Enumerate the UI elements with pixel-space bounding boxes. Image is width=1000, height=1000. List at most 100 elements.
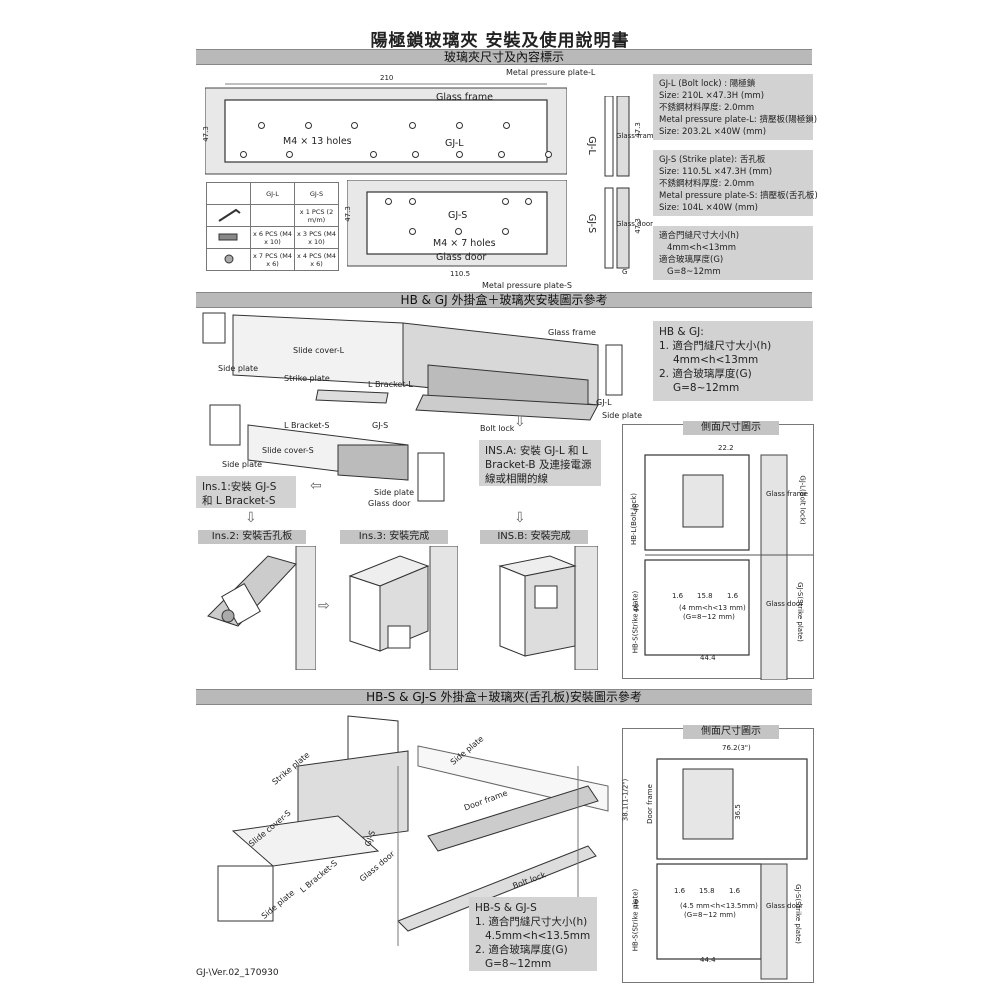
s2-glass-frame-label: Glass frame: [548, 328, 596, 337]
dim-44-4-b: 44.4: [700, 956, 716, 964]
ins-2-illustration: [198, 545, 317, 671]
ins-b-illustration: [480, 545, 599, 671]
note-line: G=8~12mm: [673, 382, 740, 394]
side-dims-panel-1: 側面尺寸圖示: [622, 421, 814, 681]
side-dims-header: 側面尺寸圖示: [683, 421, 779, 435]
section-banner-hb-s-gj-s: HB-S & GJ-S 外掛盒＋玻璃夾(舌孔板)安裝圖示參考: [196, 689, 812, 705]
arrow-right-icon: ⇨: [318, 598, 330, 614]
parts-table-head: [206, 182, 251, 205]
hb-s-label-2: HB-S(Strike plate): [631, 888, 640, 952]
section-banner-hb-gj: HB & GJ 外掛盒＋玻璃夾安裝圖示參考: [196, 292, 812, 308]
flat-screw-icon: [224, 254, 233, 263]
dim-110-5: 110.5: [450, 270, 471, 278]
note-line: G=8~12mm: [485, 958, 552, 970]
note-line: 不銹鋼材料厚度: 2.0mm: [659, 103, 755, 113]
side-gj-l-label: GJ-L: [585, 136, 597, 155]
side-profile-outline: [604, 95, 630, 269]
parts-table-cell: x 7 PCS (M4 x 6): [250, 248, 295, 271]
ins-3-header: Ins.3: 安裝完成: [340, 530, 448, 544]
side-dims-header-2: 側面尺寸圖示: [683, 725, 779, 739]
note-line: 4.5mm<h<13.5mm: [485, 930, 591, 942]
note-line: HB & GJ:: [659, 326, 704, 338]
gj-s-outline: [346, 179, 568, 267]
ins-3-drawing: [348, 545, 459, 671]
note-line: 不銹鋼材料厚度: 2.0mm: [659, 179, 755, 189]
parts-table-cell: [206, 248, 251, 271]
s2-strike-plate-label: Strike plate: [284, 374, 330, 383]
note-line: Size: 210L ×47.3H (mm): [659, 91, 765, 101]
note-line: HB-S & GJ-S: [475, 902, 537, 914]
s2-side-plate-d-label: Side plate: [374, 488, 415, 497]
side-glass-frame-label-2: Glass frame: [766, 490, 808, 498]
note-line: G=8~12mm: [667, 267, 721, 277]
dim-47-3-left: 47.3: [201, 126, 210, 142]
s2-side-plate-b-label: Side plate: [602, 411, 643, 420]
hole: [370, 151, 377, 158]
dim-36-5: 36.5: [733, 804, 742, 820]
version-footer: GJ-\Ver.02_170930: [196, 968, 279, 978]
range-h: (4 mm<h<13 mm): [679, 604, 746, 612]
note-line: 4mm<h<13mm: [673, 354, 759, 366]
hole: [456, 151, 463, 158]
m4-7-holes-label: M4 × 7 holes: [433, 238, 496, 249]
arrow-left-icon: ⇦: [310, 478, 322, 494]
gj-s-label: GJ-S: [448, 210, 468, 221]
hb-gj-assembly-drawing: [198, 305, 628, 515]
note-line: GJ-L (Bolt lock) : 陽極鎖: [659, 79, 756, 89]
hb-l-label: HB-L(Bolt lock): [630, 492, 639, 546]
hb-s-gj-s-assembly-outline: [217, 715, 609, 946]
arrow-down-icon: ⇩: [514, 510, 526, 526]
hole: [385, 198, 392, 205]
door-frame-side-label: Door frame: [645, 784, 654, 824]
ins-a-note: INS.A: 安裝 GJ-L 和 L Bracket-B 及連接電源線或相關的線: [479, 440, 601, 486]
note-gj-s: GJ-S (Strike plate): 舌孔板 Size: 110.5L ×4…: [653, 150, 818, 216]
hole: [409, 198, 416, 205]
dim-22-2: 22.2: [718, 444, 734, 452]
gj-l-outline: [204, 83, 568, 175]
s2-slide-cover-s-label: Slide cover-S: [262, 446, 314, 455]
note-line: GJ-S (Strike plate): 舌孔板: [659, 155, 766, 165]
allen-key-icon: [217, 208, 241, 222]
parts-table-cell: x 3 PCS (M4 x 10): [294, 226, 339, 249]
range-h-2: (4.5 mm<h<13.5mm): [680, 902, 758, 910]
ins-3-illustration: [340, 545, 459, 671]
note-fit: 適合門縫尺寸大小(h) 4mm<h<13mm 適合玻璃厚度(G) G=8~12m…: [653, 226, 813, 280]
s2-glass-door-label: Glass door: [368, 499, 411, 508]
dim-44-4: 44.4: [700, 654, 716, 662]
hole: [456, 122, 463, 129]
side-glass-door-label: Glass door: [616, 220, 654, 228]
dim-47-3-left-s: 47.3: [343, 206, 352, 222]
hole: [409, 122, 416, 129]
glass-door-label: Glass door: [436, 252, 487, 263]
parts-table-cell: [206, 204, 251, 227]
note-line: Metal pressure plate-S: 擠壓板(舌孔板): [659, 191, 818, 201]
hole: [503, 122, 510, 129]
hole: [240, 151, 247, 158]
s2-slide-cover-l-label: Slide cover-L: [293, 346, 345, 355]
note-line: Metal pressure plate-L: 擠壓板(陽極鎖): [659, 115, 818, 125]
ins-b-drawing: [498, 545, 599, 671]
hb-gj-assembly-outline: [202, 312, 623, 502]
note-line: 2. 適合玻璃厚度(G): [659, 368, 752, 380]
hole: [258, 122, 265, 129]
range-g-2: (G=8~12 mm): [684, 911, 736, 919]
parts-table-cell: x 1 PCS (2 m/m): [294, 204, 339, 227]
note-line: Size: 104L ×40W (mm): [659, 203, 758, 213]
parts-table-head: GJ-L: [250, 182, 295, 205]
parts-table-head: GJ-S: [294, 182, 339, 205]
parts-table-cell: [206, 226, 251, 249]
ins-2-header: Ins.2: 安裝舌孔板: [198, 530, 306, 544]
hole: [525, 198, 532, 205]
hole: [545, 151, 552, 158]
gj-l-side-label: GJ-L(Bolt lock): [798, 475, 807, 525]
glass-frame-label: Glass frame: [436, 92, 493, 103]
note-gj-l: GJ-L (Bolt lock) : 陽極鎖 Size: 210L ×47.3H…: [653, 74, 818, 140]
side-dims-panel-2: 側面尺寸圖示: [622, 725, 814, 983]
dim-1-6-d: 1.6: [729, 887, 741, 895]
metal-pressure-plate-l-label: Metal pressure plate-L: [506, 68, 596, 77]
side-g-label: G: [622, 268, 628, 276]
metal-pressure-plate-s-label: Metal pressure plate-S: [482, 281, 572, 290]
gj-s-side-label: GJ-S(Strike plate): [795, 582, 804, 642]
gj-l-label: GJ-L: [445, 138, 464, 149]
s2-gj-l-label: GJ-L: [596, 398, 612, 407]
